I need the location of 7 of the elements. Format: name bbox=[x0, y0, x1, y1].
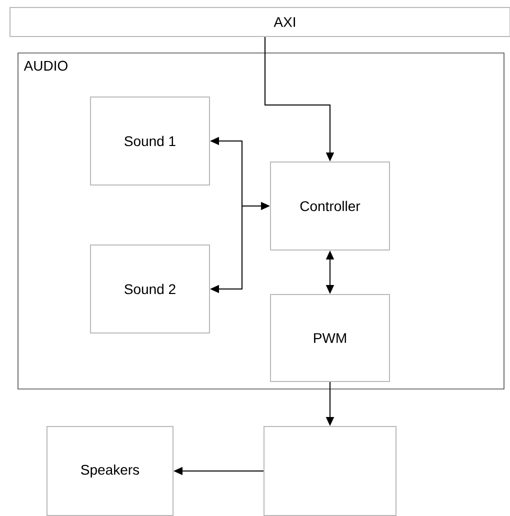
block-box: Controller bbox=[270, 162, 390, 250]
block-box: Sound 1 bbox=[90, 96, 210, 186]
block-box: PWM bbox=[270, 294, 390, 382]
block-box bbox=[264, 426, 396, 516]
block-box: Speakers bbox=[46, 426, 174, 516]
block-box: Sound 2 bbox=[90, 244, 210, 334]
bus-bar: AXI bbox=[10, 7, 510, 37]
